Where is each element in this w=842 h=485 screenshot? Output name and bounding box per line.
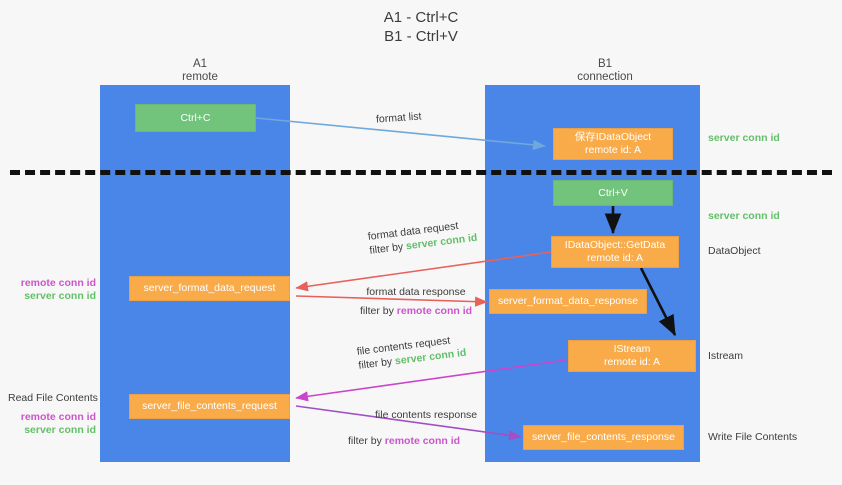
arrow-format-data-response [295,295,488,307]
annotation-read-file-contents: Read File Contents [8,392,98,404]
annotation-server-conn-id-2: server conn id [708,210,780,222]
box-idataobject-getdata[interactable]: IDataObject::GetData remote id: A [551,236,679,268]
label-format-data-response-prefix: filter by [360,305,394,317]
page-title: A1 - Ctrl+C B1 - Ctrl+V [0,8,842,46]
arrow-getdata-to-istream [639,267,677,337]
box-server-format-data-request-label: server_format_data_request [143,282,276,294]
column-header-a1: A1 remote [140,58,260,84]
box-save-idataobject[interactable]: 保存IDataObject remote id: A [553,128,673,160]
label-format-data-response: format data response filter by remote co… [360,285,472,318]
label-format-data-response-line1: format data response [366,286,466,298]
column-header-b1: B1 connection [540,58,670,84]
column-b1-sub: connection [577,71,633,83]
column-b1-name: B1 [597,58,613,70]
box-istream[interactable]: IStream remote id: A [568,340,696,372]
title-line-2: B1 - Ctrl+V [384,28,458,45]
label-format-data-response-accent: remote conn id [396,305,473,317]
label-file-contents-response: file contents response filter by remote … [348,408,478,448]
box-server-format-data-response-label: server_format_data_response [497,295,639,307]
box-server-file-contents-response-label: server_file_contents_response [531,431,675,443]
column-a1-sub: remote [182,71,218,83]
box-save-idataobject-sub: remote id: A [584,144,642,156]
box-server-format-data-request[interactable]: server_format_data_request [129,276,290,301]
box-server-format-data-response[interactable]: server_format_data_response [489,289,647,314]
box-istream-label: IStream [613,343,651,355]
label-file-contents-response-line1: file contents response [375,409,478,421]
label-file-contents-response-accent: remote conn id [384,435,461,447]
box-idataobject-getdata-label: IDataObject::GetData [564,239,666,251]
arrow-file-contents-request [295,359,567,402]
box-server-file-contents-request-label: server_file_contents_request [142,400,277,412]
box-server-file-contents-request[interactable]: server_file_contents_request [129,394,290,419]
annotation-group-conn-ids-2: remote conn id server conn id [8,411,96,437]
box-ctrl-v-label: Ctrl+V [598,186,628,199]
arrow-format-list [255,117,546,150]
annotation-server-conn-id-4: server conn id [24,424,96,436]
annotation-group-conn-ids-1: remote conn id server conn id [8,277,96,303]
annotation-remote-conn-id-2: remote conn id [20,411,96,423]
box-ctrl-c-label: Ctrl+C [180,111,211,124]
box-save-idataobject-label: 保存IDataObject [574,131,652,143]
label-file-contents-response-prefix: filter by [348,435,382,447]
box-server-file-contents-response[interactable]: server_file_contents_response [523,425,684,450]
box-ctrl-c[interactable]: Ctrl+C [135,104,256,132]
box-idataobject-getdata-sub: remote id: A [586,252,644,264]
arrow-format-data-request [295,251,552,292]
column-a1-name: A1 [192,58,208,70]
arrow-file-contents-response [295,405,522,441]
annotation-dataobject: DataObject [708,245,761,257]
box-istream-sub: remote id: A [603,356,661,368]
phase-separator [10,170,832,175]
box-ctrl-v[interactable]: Ctrl+V [553,180,673,206]
annotation-server-conn-id-3: server conn id [24,290,96,302]
label-format-list-text: format list [375,110,422,126]
annotation-istream: Istream [708,350,744,362]
annotation-server-conn-id-1: server conn id [708,132,780,144]
annotation-remote-conn-id-1: remote conn id [20,277,96,289]
annotation-write-file-contents: Write File Contents [708,431,798,443]
title-line-1: A1 - Ctrl+C [383,9,459,26]
